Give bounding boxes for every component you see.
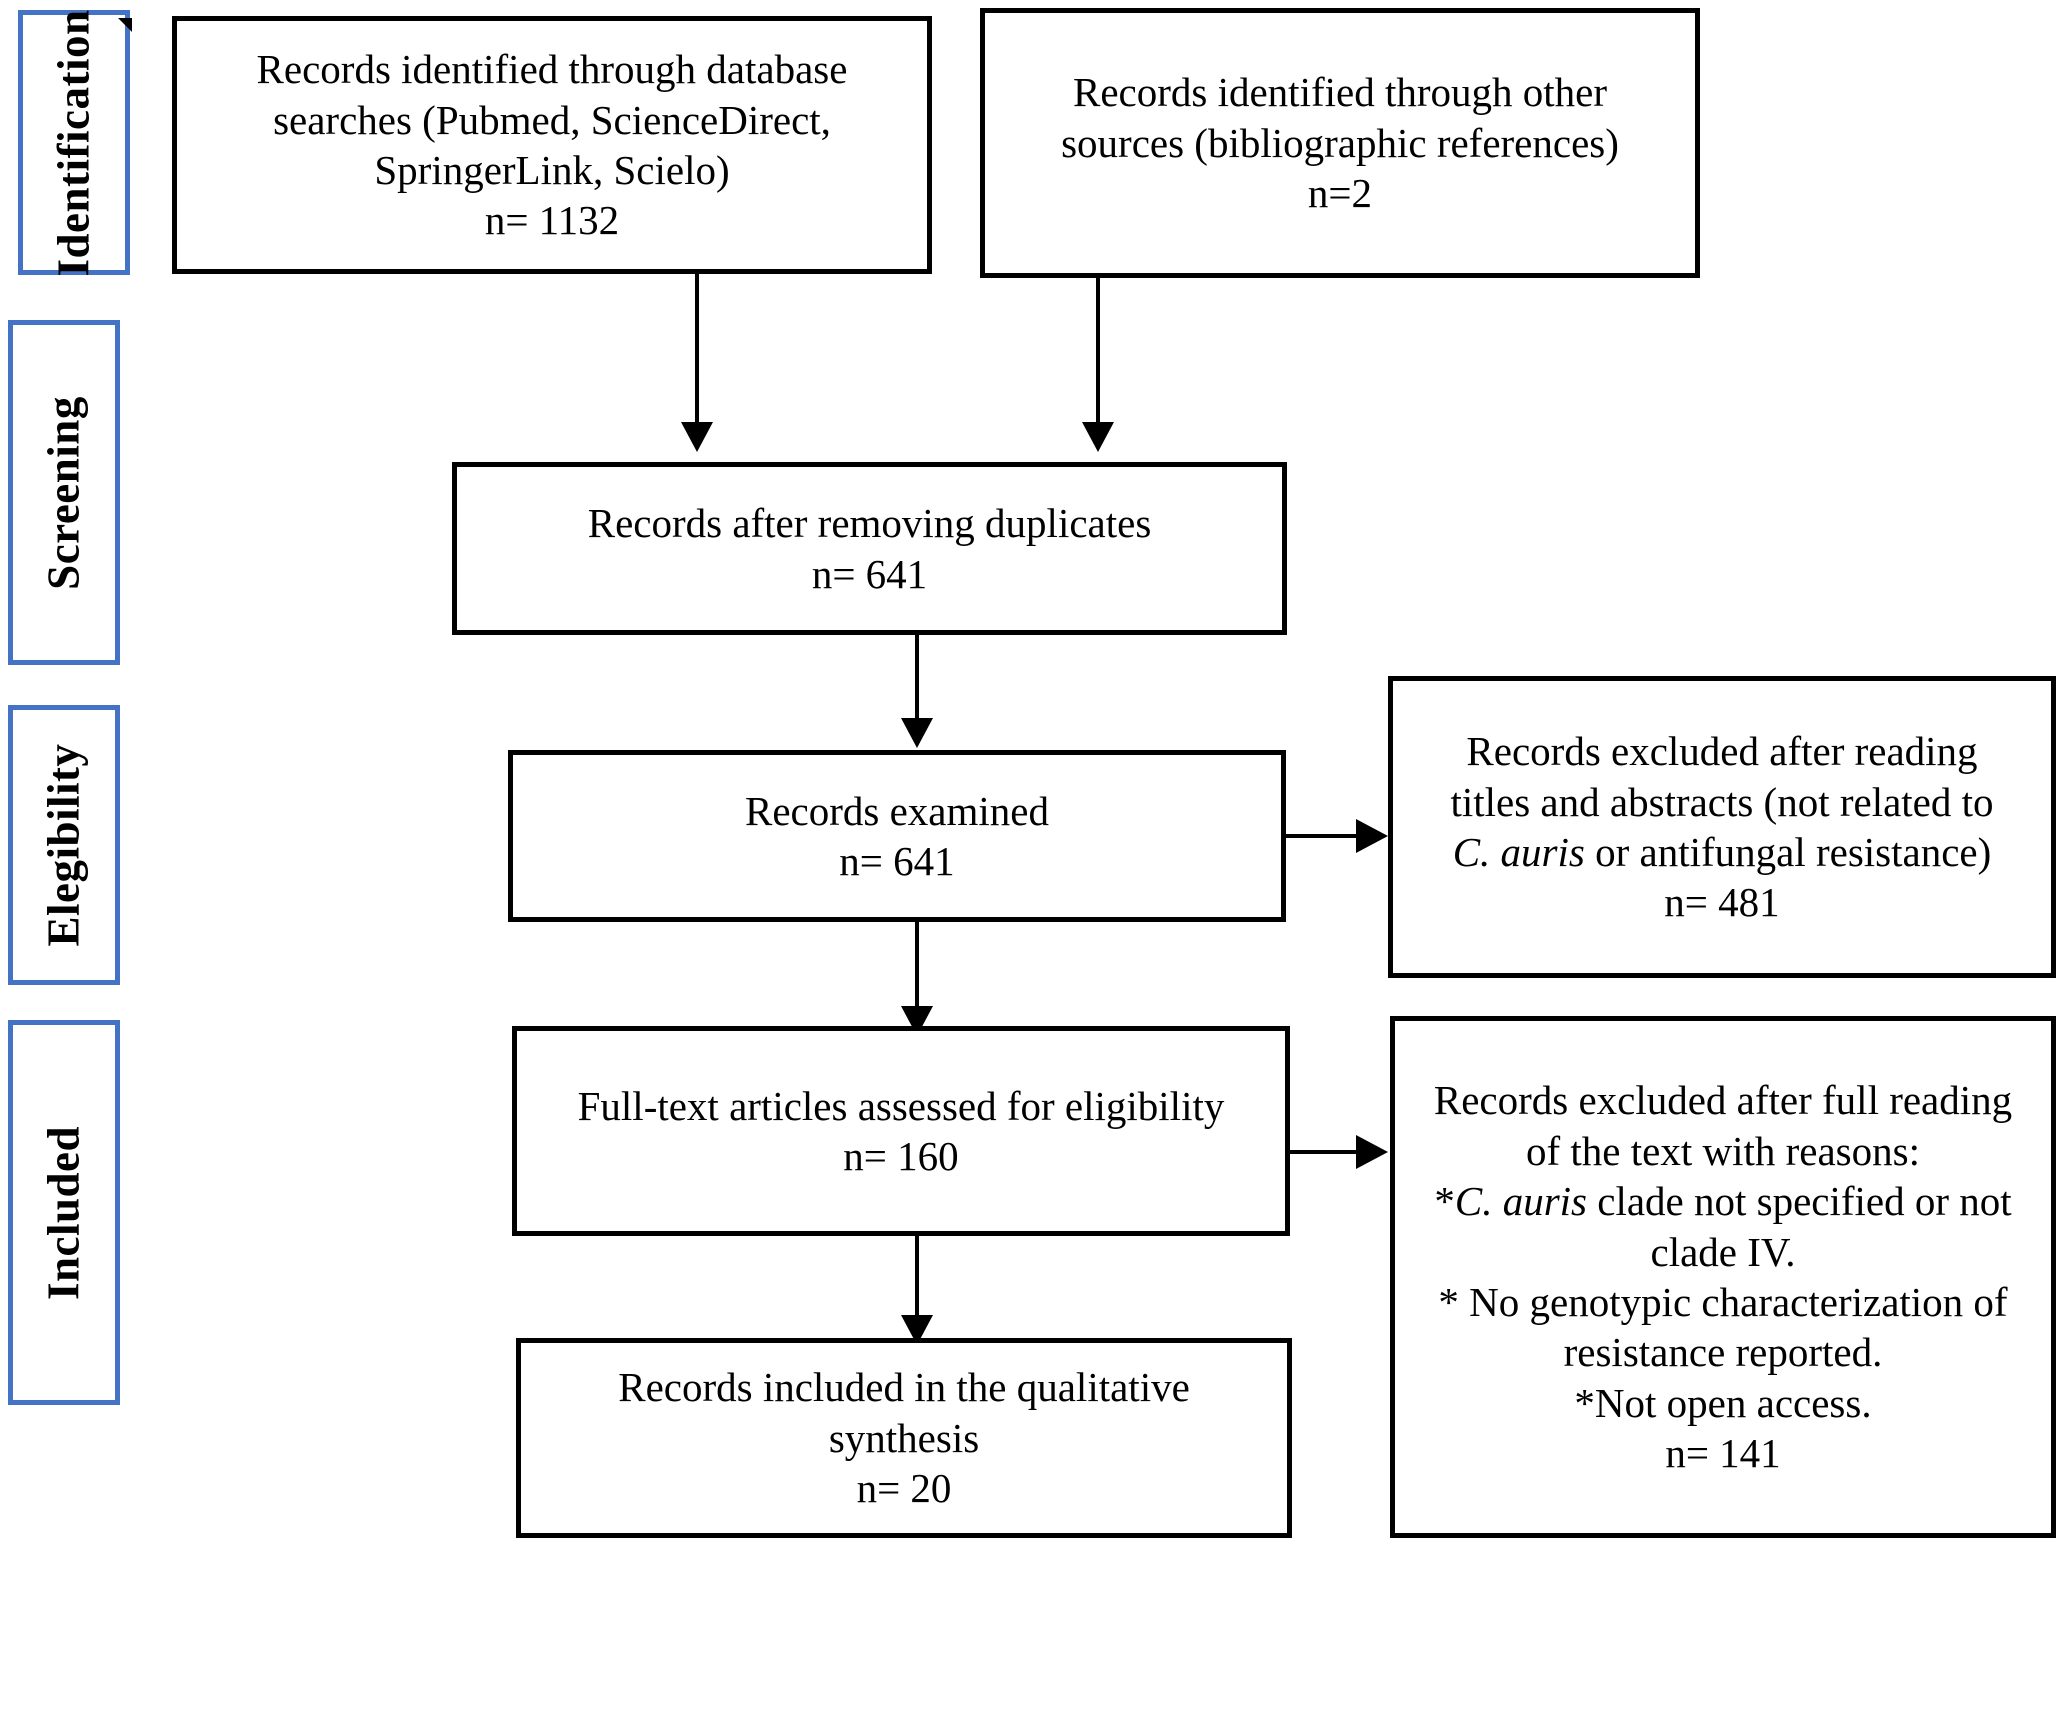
database-records-line3: SpringerLink, Scielo) <box>374 147 730 193</box>
box-excluded-titles-abstracts-text: Records excluded after reading titles an… <box>1450 726 1993 928</box>
arrowhead-database-to-duplicates <box>681 422 713 452</box>
excluded-full-line2: of the text with reasons: <box>1526 1127 1920 1174</box>
included-qualitative-line2: synthesis <box>828 1414 980 1461</box>
excluded-titles-count: n= 481 <box>1664 879 1780 926</box>
box-included-qualitative-text: Records included in the qualitative synt… <box>618 1362 1190 1513</box>
excluded-titles-line3: C. auris or antifungal resistance) <box>1450 827 1993 877</box>
excluded-titles-line2: titles and abstracts (not related to <box>1450 778 1994 825</box>
connector-fulltext-to-included <box>915 1236 919 1318</box>
stage-box-eligibility: Elegibility <box>8 705 120 985</box>
excluded-full-count: n= 141 <box>1665 1430 1781 1477</box>
records-examined-count: n= 641 <box>839 838 955 884</box>
box-excluded-full-reading: Records excluded after full reading of t… <box>1390 1016 2056 1538</box>
full-text-assessed-line1: Full-text articles assessed for eligibil… <box>577 1082 1225 1129</box>
box-database-records-text: Records identified through database sear… <box>257 44 848 246</box>
box-other-records: Records identified through other sources… <box>980 8 1700 278</box>
box-after-duplicates-text: Records after removing duplicates n= 641 <box>588 498 1152 599</box>
box-excluded-titles-abstracts: Records excluded after reading titles an… <box>1388 676 2056 978</box>
box-other-records-text: Records identified through other sources… <box>1061 67 1619 218</box>
connector-other-to-duplicates <box>1096 278 1100 424</box>
records-examined-line1: Records examined <box>745 787 1049 834</box>
connector-examined-to-excluded <box>1286 834 1360 838</box>
excluded-full-reason1: *C. auris clade not specified or not <box>1434 1176 2012 1226</box>
stage-label-screening: Screening <box>38 395 89 590</box>
arrowhead-duplicates-to-examined <box>901 718 933 748</box>
stage-label-eligibility: Elegibility <box>38 743 89 947</box>
database-records-line2: searches (Pubmed, ScienceDirect, <box>273 96 831 143</box>
included-qualitative-count: n= 20 <box>856 1465 952 1512</box>
other-records-line1: Records identified through other <box>1072 69 1607 116</box>
after-duplicates-line1: Records after removing duplicates <box>587 500 1152 547</box>
box-excluded-full-reading-text: Records excluded after full reading of t… <box>1434 1075 2012 1478</box>
species-name-italic: C. auris <box>1452 829 1585 875</box>
box-database-records: Records identified through database sear… <box>172 16 932 274</box>
excluded-full-reason3: *Not open access. <box>1574 1379 1872 1426</box>
excluded-full-reason2: * No genotypic characterization of <box>1438 1279 2008 1325</box>
excluded-full-reason1-cont: clade IV. <box>1650 1228 1796 1275</box>
after-duplicates-count: n= 641 <box>811 550 928 597</box>
other-records-count: n=2 <box>1307 170 1373 217</box>
excluded-full-line1: Records excluded after full reading <box>1433 1077 2013 1124</box>
stage-label-included: Included <box>38 1125 89 1300</box>
box-records-examined: Records examined n= 641 <box>508 750 1286 922</box>
box-full-text-assessed-text: Full-text articles assessed for eligibil… <box>578 1081 1225 1182</box>
stage-box-identification: Identification <box>18 8 130 277</box>
reason1-asterisk: * <box>1434 1178 1455 1225</box>
excluded-full-reason2-cont: resistance reported. <box>1563 1329 1883 1376</box>
connector-duplicates-to-examined <box>915 635 919 720</box>
other-records-line2: sources (bibliographic references) <box>1061 119 1619 166</box>
database-records-count: n= 1132 <box>484 197 620 244</box>
excluded-titles-line3-rest: or antifungal resistance) <box>1584 829 1992 875</box>
box-full-text-assessed: Full-text articles assessed for eligibil… <box>512 1026 1290 1236</box>
connector-database-to-duplicates <box>695 274 699 424</box>
included-qualitative-line1: Records included in the qualitative <box>618 1364 1190 1411</box>
species-name-italic: C. auris <box>1454 1178 1587 1225</box>
database-records-line1: Records identified through database <box>256 46 848 93</box>
box-after-duplicates: Records after removing duplicates n= 641 <box>452 462 1287 635</box>
box-included-qualitative: Records included in the qualitative synt… <box>516 1338 1292 1538</box>
arrowhead-fulltext-to-excluded <box>1356 1135 1388 1169</box>
stage-box-screening: Screening <box>8 320 120 665</box>
stage-label-identification: Identification <box>48 8 99 277</box>
arrowhead-other-to-duplicates <box>1082 422 1114 452</box>
arrowhead-examined-to-excluded <box>1356 819 1388 853</box>
connector-fulltext-to-excluded <box>1288 1150 1358 1154</box>
stage-box-included: Included <box>8 1020 120 1405</box>
excluded-titles-line1: Records excluded after reading <box>1466 728 1978 775</box>
full-text-assessed-count: n= 160 <box>843 1133 959 1179</box>
box-records-examined-text: Records examined n= 641 <box>745 786 1049 887</box>
connector-examined-to-fulltext <box>915 922 919 1008</box>
reason1-rest: clade not specified or not <box>1587 1178 2012 1225</box>
